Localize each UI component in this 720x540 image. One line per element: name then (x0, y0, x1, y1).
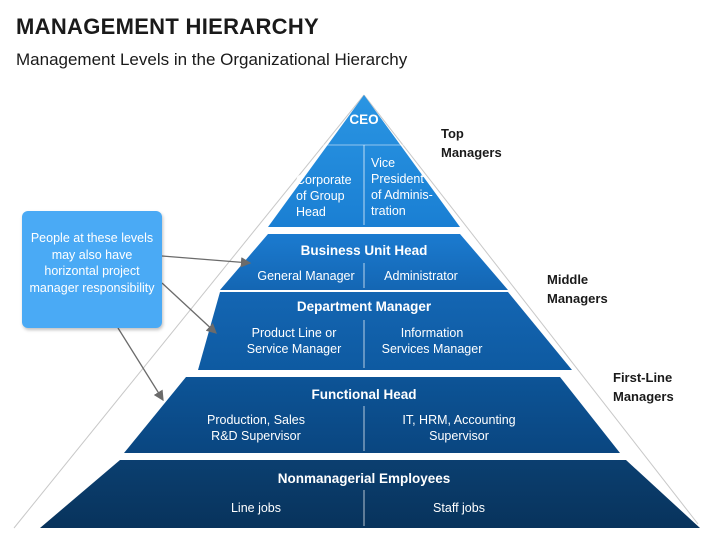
functional-left-line: R&D Supervisor (211, 429, 301, 443)
callout-box: People at these levels may also have hor… (22, 211, 162, 328)
callout-arrow-3 (117, 327, 164, 402)
tier-business-unit (220, 234, 508, 290)
tier-department (198, 292, 572, 370)
department-left-line: Service Manager (246, 342, 342, 356)
callout-arrow-2 (161, 282, 217, 334)
business-unit-title: Business Unit Head (300, 243, 428, 258)
business-unit-right: Administrator (384, 269, 458, 283)
callout-arrow-1 (161, 255, 252, 268)
ceo-left-line: Corporate (296, 173, 352, 187)
ceo-right-line: Vice (371, 156, 396, 170)
level-label-line: Middle (547, 272, 589, 287)
level-label-line: Managers (613, 389, 674, 404)
department-right: Information Services Manager (382, 325, 483, 357)
department-right-line: Services Manager (381, 342, 483, 356)
ceo-right-line: of Adminis- (371, 188, 433, 202)
ceo-right-text: Vice President of Adminis- tration (371, 155, 433, 219)
nonmanagerial-left: Line jobs (230, 501, 282, 515)
tier-functional (124, 377, 620, 453)
functional-right-line: Supervisor (429, 429, 489, 443)
ceo-left-line: Head (296, 205, 326, 219)
level-first-line-managers: First-Line Managers (613, 368, 674, 406)
department-title: Department Manager (296, 299, 432, 314)
department-right-line: Information (400, 326, 464, 340)
level-label-line: Top (441, 126, 464, 141)
level-label-line: First-Line (613, 370, 673, 385)
level-label-line: Managers (547, 291, 608, 306)
department-left-line: Product Line or (251, 326, 337, 340)
ceo-left-text: Corporate of Group Head (296, 172, 352, 220)
ceo-right-line: tration (371, 204, 406, 218)
business-unit-left: General Manager (257, 269, 355, 283)
tier-nonmanagerial (40, 460, 700, 528)
ceo-right-line: President (371, 172, 424, 186)
page-subtitle: Management Levels in the Organizational … (16, 50, 408, 69)
outline-left (13, 94, 365, 529)
functional-title: Functional Head (311, 387, 417, 402)
functional-right-line: IT, HRM, Accounting (402, 413, 516, 427)
page-title: MANAGEMENT HIERARCHY (16, 14, 319, 39)
ceo-left-line: of Group (296, 189, 345, 203)
functional-left: Production, Sales R&D Supervisor (207, 412, 305, 444)
nonmanagerial-title: Nonmanagerial Employees (277, 471, 451, 486)
functional-left-line: Production, Sales (207, 413, 305, 427)
nonmanagerial-right: Staff jobs (433, 501, 485, 515)
functional-right: IT, HRM, Accounting Supervisor (402, 412, 515, 444)
outline-right (363, 94, 699, 525)
level-top-managers: Top Managers (441, 124, 502, 162)
department-left: Product Line or Service Manager (247, 325, 342, 357)
level-label-line: Managers (441, 145, 502, 160)
ceo-title: CEO (349, 112, 379, 127)
level-middle-managers: Middle Managers (547, 270, 608, 308)
